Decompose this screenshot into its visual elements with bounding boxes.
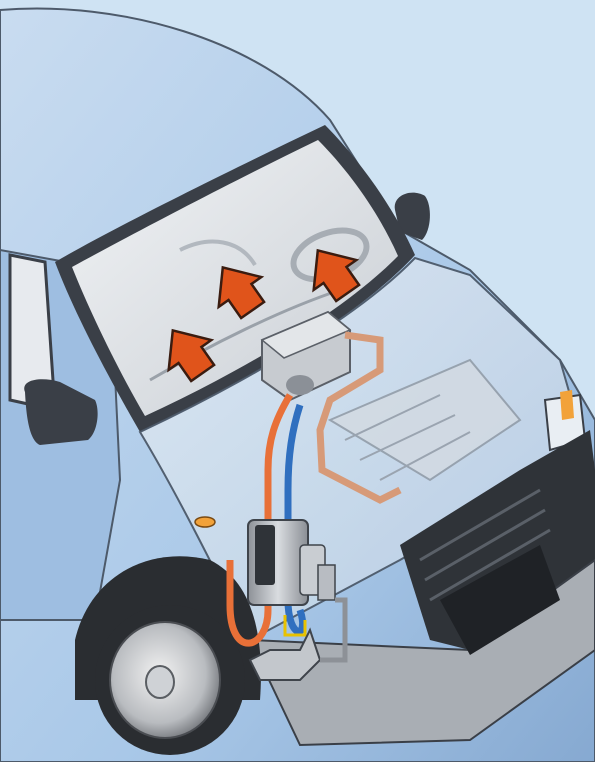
seat-outline: [179, 239, 257, 267]
engine-block: [327, 358, 522, 482]
warm-air-arrow-3: [312, 248, 361, 303]
warm-air-arrow-2: [217, 265, 266, 320]
parking-heater-unit: [247, 519, 326, 606]
heat-exchanger-box: [260, 310, 352, 402]
cool-pipe-loop: [284, 599, 307, 635]
wheel-hub: [145, 665, 175, 699]
grille-slats: [419, 488, 551, 602]
cool-coolant-pipe: [284, 403, 304, 600]
front-indicator: [560, 390, 574, 420]
side-mirror-right: [394, 192, 430, 240]
engine-detail: [344, 394, 471, 481]
warm-air-arrow-1: [167, 328, 216, 383]
warm-pipe-loop: [226, 560, 272, 647]
side-indicator: [194, 516, 216, 528]
exhaust-silencer: [248, 627, 322, 681]
warm-coolant-pipe: [264, 393, 294, 610]
return-pipe: [316, 331, 402, 504]
circulation-pump: [317, 564, 336, 601]
exhaust-pipe: [320, 597, 348, 663]
bumper-vent: [440, 545, 560, 655]
fuel-line: [283, 615, 307, 637]
side-mirror-left: [24, 379, 98, 445]
